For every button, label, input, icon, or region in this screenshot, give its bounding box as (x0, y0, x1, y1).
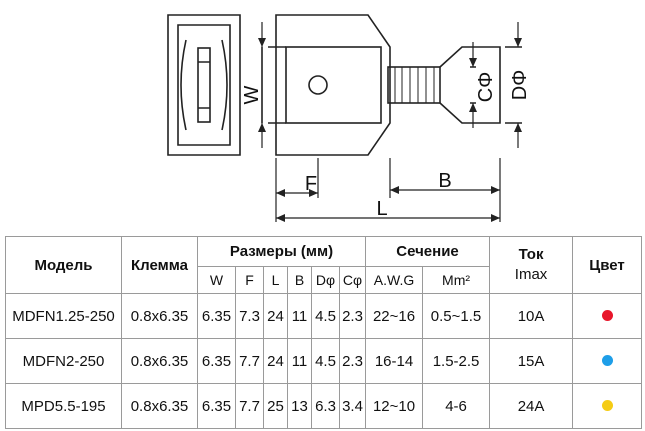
cell-color (572, 293, 643, 339)
table-row: MDFN2-250 0.8x6.35 6.35 7.7 24 11 4.5 2.… (5, 338, 643, 384)
color-dot-yellow (601, 399, 613, 411)
cell-c-phi: 3.4 (338, 383, 367, 429)
cell-b: 11 (287, 338, 312, 384)
dim-label-d-phi: DΦ (509, 70, 531, 100)
header-section: Сечение (365, 236, 491, 267)
cell-d-phi: 6.3 (311, 383, 340, 429)
cell-mm2: 0.5~1.5 (422, 293, 491, 339)
dim-label-c-phi: CΦ (475, 72, 497, 102)
subheader-mm2: Mm² (422, 266, 491, 294)
terminal-side-view (167, 14, 241, 156)
terminal-front-view (275, 14, 501, 156)
cell-w: 6.35 (197, 293, 236, 339)
cell-l: 24 (263, 293, 288, 339)
cell-current: 15A (489, 338, 574, 384)
cell-l: 25 (263, 383, 288, 429)
cell-c-phi: 2.3 (338, 293, 367, 339)
table-row: MPD5.5-195 0.8x6.35 6.35 7.7 25 13 6.3 3… (5, 383, 643, 429)
cell-terminal: 0.8x6.35 (121, 293, 198, 339)
cell-model: MPD5.5-195 (5, 383, 122, 429)
cell-c-phi: 2.3 (338, 338, 367, 384)
cell-d-phi: 4.5 (311, 293, 340, 339)
header-current-label: Ток (518, 246, 544, 263)
header-color: Цвет (572, 236, 643, 294)
cell-current: 10A (489, 293, 574, 339)
cell-l: 24 (263, 338, 288, 384)
color-dot-blue (601, 354, 613, 366)
cell-current: 24A (489, 383, 574, 429)
cell-color (572, 338, 643, 384)
cell-d-phi: 4.5 (311, 338, 340, 384)
subheader-w: W (197, 266, 236, 294)
dim-label-b: B (438, 170, 451, 192)
header-model: Модель (5, 236, 122, 294)
cell-model: MDFN2-250 (5, 338, 122, 384)
color-dot-red (601, 309, 613, 321)
cell-b: 13 (287, 383, 312, 429)
specs-table: Модель Клемма Размеры (мм) Сечение Ток I… (5, 236, 643, 429)
header-current-imax: Imax (514, 266, 548, 283)
header-dimensions: Размеры (мм) (196, 236, 367, 267)
cell-terminal: 0.8x6.35 (121, 338, 198, 384)
cell-w: 6.35 (197, 338, 236, 384)
subheader-d-phi: Dφ (311, 266, 340, 294)
terminal-drawing: W F B L CΦ DΦ (167, 14, 531, 222)
cell-model: MDFN1.25-250 (5, 293, 122, 339)
cell-f: 7.7 (235, 338, 264, 384)
subheader-b: B (287, 266, 312, 294)
cell-terminal: 0.8x6.35 (121, 383, 198, 429)
cell-b: 11 (287, 293, 312, 339)
cell-mm2: 4-6 (422, 383, 491, 429)
cell-awg: 22~16 (365, 293, 424, 339)
subheader-l: L (263, 266, 288, 294)
cell-color (572, 383, 643, 429)
table-row: MDFN1.25-250 0.8x6.35 6.35 7.3 24 11 4.5… (5, 293, 643, 339)
cell-awg: 12~10 (365, 383, 424, 429)
header-current: Ток Imax (489, 236, 574, 294)
dim-label-w: W (241, 85, 263, 104)
cell-f: 7.7 (235, 383, 264, 429)
cell-mm2: 1.5-2.5 (422, 338, 491, 384)
header-terminal: Клемма (121, 236, 198, 294)
dim-label-l: L (376, 198, 387, 220)
cell-awg: 16-14 (365, 338, 424, 384)
subheader-awg: A.W.G (365, 266, 424, 294)
cell-w: 6.35 (197, 383, 236, 429)
subheader-f: F (235, 266, 264, 294)
dim-label-f: F (305, 173, 317, 195)
subheader-c-phi: Cφ (338, 266, 367, 294)
cell-f: 7.3 (235, 293, 264, 339)
